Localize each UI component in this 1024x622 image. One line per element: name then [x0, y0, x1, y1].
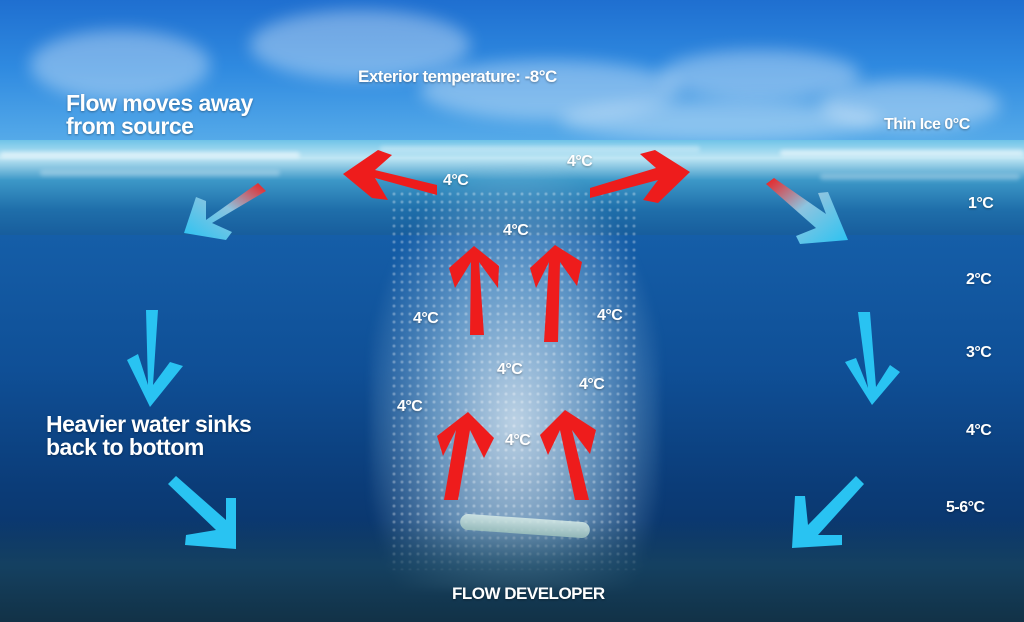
plume-temp-mid-right: 4°C — [597, 307, 623, 324]
plume-temp-lower-right: 4°C — [579, 376, 605, 393]
depth-label-2c: 2°C — [966, 271, 992, 288]
lake-bottom — [0, 520, 1024, 622]
up-arrow-upper-left — [449, 246, 499, 335]
annotation-line: back to bottom — [46, 434, 204, 461]
diag-arrow-bottom-left — [168, 476, 236, 549]
flow-developer-label: FLOW DEVELOPER — [452, 584, 605, 603]
annotation-line: from source — [66, 113, 194, 140]
depth-label-thin-ice: Thin Ice 0°C — [884, 116, 970, 133]
down-arrow-left — [127, 310, 183, 407]
up-arrow-lower-left — [437, 412, 494, 500]
plume-temp-center: 4°C — [497, 361, 523, 378]
annotation-line: Flow moves away — [66, 90, 253, 116]
up-arrow-upper-right — [530, 245, 582, 342]
plume-temp-mid-left: 4°C — [413, 310, 439, 327]
transition-arrow-right — [766, 178, 848, 244]
outward-surface-arrows — [343, 150, 690, 203]
annotation-line: Heavier water sinks — [46, 411, 252, 437]
plume-temp-upper-center: 4°C — [503, 222, 529, 239]
plume-temp-surface-left: 4°C — [443, 172, 469, 189]
diag-arrow-bottom-right — [792, 476, 864, 548]
right-outward-arrow — [590, 150, 690, 203]
cold-sinking-arrows — [127, 310, 900, 549]
depth-label-3c: 3°C — [966, 344, 992, 361]
plume-temp-bottom-center: 4°C — [505, 432, 531, 449]
up-arrow-lower-right — [540, 410, 596, 500]
warm-rising-arrows — [437, 245, 596, 500]
sky-background — [0, 0, 1024, 150]
transition-arrow-left — [184, 183, 266, 240]
depth-label-4c: 4°C — [966, 422, 992, 439]
down-arrow-right — [845, 312, 900, 405]
plume-temp-surface-right: 4°C — [567, 153, 593, 170]
depth-label-1c: 1°C — [968, 195, 994, 212]
plume-temp-lower-left: 4°C — [397, 398, 423, 415]
left-outward-arrow — [343, 150, 437, 200]
depth-label-5-6c: 5-6°C — [946, 499, 985, 516]
flow-away-annotation: Flow moves away from source — [66, 90, 253, 140]
bubble-texture — [390, 190, 640, 570]
heavier-water-annotation: Heavier water sinks back to bottom — [46, 411, 252, 461]
exterior-temperature-title: Exterior temperature: -8°C — [358, 67, 557, 86]
